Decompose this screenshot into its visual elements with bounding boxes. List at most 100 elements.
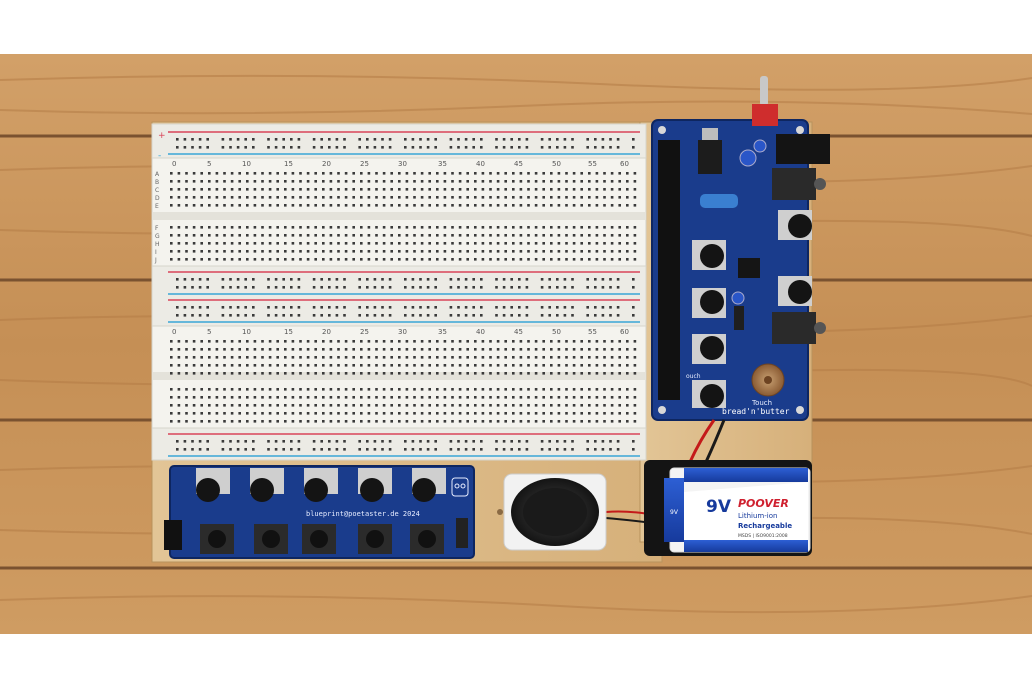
breadboard-hole	[238, 420, 241, 423]
breadboard-hole	[328, 314, 331, 317]
breadboard-hole	[246, 258, 249, 261]
breadboard-hole	[170, 356, 173, 359]
breadboard-hole	[244, 146, 247, 149]
breadboard-hole	[436, 348, 439, 351]
breadboard-hole	[519, 250, 523, 253]
breadboard-hole	[276, 356, 279, 359]
breadboard-hole	[588, 250, 591, 253]
breadboard-hole	[320, 146, 323, 149]
breadboard-hole	[299, 420, 302, 423]
col-label: 35	[438, 160, 447, 168]
breadboard-hole	[208, 234, 211, 237]
breadboard-hole	[548, 448, 551, 451]
breadboard-hole	[481, 196, 485, 199]
breadboard-hole	[398, 372, 401, 375]
breadboard-hole	[320, 286, 323, 289]
breadboard-hole	[314, 226, 317, 229]
breadboard-hole	[443, 356, 447, 359]
breadboard-hole	[518, 278, 521, 281]
breadboard-hole	[633, 188, 637, 191]
breadboard-hole	[572, 412, 576, 415]
breadboard-hole	[344, 180, 348, 183]
breadboard-hole	[420, 242, 424, 245]
breadboard-hole	[457, 138, 460, 141]
battery-brand: POOVER	[738, 497, 789, 510]
breadboard-hole	[297, 278, 301, 281]
breadboard-hole	[284, 196, 287, 199]
breadboard-hole	[510, 448, 513, 451]
breadboard-hole	[367, 388, 371, 391]
breadboard-hole	[481, 188, 485, 191]
breadboard-hole	[603, 404, 606, 407]
breadboard-hole	[206, 146, 209, 149]
breadboard-hole	[464, 138, 468, 141]
breadboard-hole	[267, 440, 270, 443]
breadboard-hole	[411, 448, 415, 451]
breadboard-hole	[223, 340, 226, 343]
breadboard-hole	[595, 412, 599, 415]
breadboard-hole	[632, 306, 635, 309]
breadboard-hole	[594, 146, 597, 149]
col-label: 40	[476, 328, 485, 336]
breadboard-hole	[183, 440, 187, 443]
breadboard-hole	[563, 448, 567, 451]
breadboard-hole	[344, 204, 348, 207]
breadboard-hole	[495, 278, 498, 281]
breadboard-hole	[344, 348, 348, 351]
breadboard-hole	[366, 306, 369, 309]
breadboard-hole	[496, 404, 500, 407]
breadboard-hole	[588, 356, 591, 359]
breadboard-hole	[192, 188, 196, 191]
breadboard-hole	[586, 278, 589, 281]
breadboard-hole	[390, 356, 393, 359]
breadboard-hole	[238, 226, 241, 229]
breadboard-hole	[261, 412, 264, 415]
breadboard-hole	[626, 180, 629, 183]
breadboard-hole	[595, 250, 599, 253]
breadboard-hole	[208, 188, 211, 191]
breadboard-hole	[284, 242, 287, 245]
breadboard-hole	[426, 314, 430, 317]
breadboard-hole	[238, 234, 241, 237]
breadboard-hole	[572, 226, 576, 229]
breadboard-hole	[436, 364, 439, 367]
breadboard-hole	[633, 364, 637, 367]
breadboard-hole	[176, 306, 179, 309]
breadboard-hole	[565, 250, 568, 253]
battery: 9V POOVER Lithium-ion Rechargeable MSDS …	[644, 460, 812, 556]
breadboard-hole	[556, 146, 559, 149]
breadboard-hole	[618, 250, 621, 253]
breadboard-hole	[542, 388, 545, 391]
breadboard-hole	[464, 146, 468, 149]
breadboard-hole	[208, 348, 211, 351]
breadboard-hole	[616, 314, 620, 317]
breadboard-hole	[360, 364, 363, 367]
breadboard-hole	[276, 364, 279, 367]
breadboard-hole	[480, 440, 483, 443]
breadboard-hole	[464, 286, 468, 289]
breadboard-hole	[618, 412, 621, 415]
breadboard-hole	[610, 242, 614, 245]
breadboard-hole	[426, 448, 430, 451]
breadboard-hole	[504, 372, 507, 375]
breadboard-hole	[185, 226, 188, 229]
breadboard-hole	[603, 188, 606, 191]
breadboard-hole	[610, 412, 614, 415]
breadboard-hole	[198, 138, 202, 141]
col-label: 5	[207, 328, 211, 336]
breadboard-hole	[420, 364, 424, 367]
breadboard-hole	[527, 388, 530, 391]
breadboard-hole	[299, 388, 302, 391]
breadboard-hole	[474, 412, 477, 415]
breadboard-hole	[603, 364, 606, 367]
breadboard-hole	[633, 234, 637, 237]
breadboard-hole	[534, 372, 538, 375]
breadboard-hole	[246, 396, 249, 399]
breadboard-hole	[320, 306, 323, 309]
breadboard-hole	[299, 258, 302, 261]
breadboard-hole	[176, 146, 179, 149]
breadboard-hole	[556, 286, 559, 289]
breadboard-hole	[229, 448, 232, 451]
breadboard-hole	[519, 372, 523, 375]
breadboard-hole	[496, 204, 500, 207]
